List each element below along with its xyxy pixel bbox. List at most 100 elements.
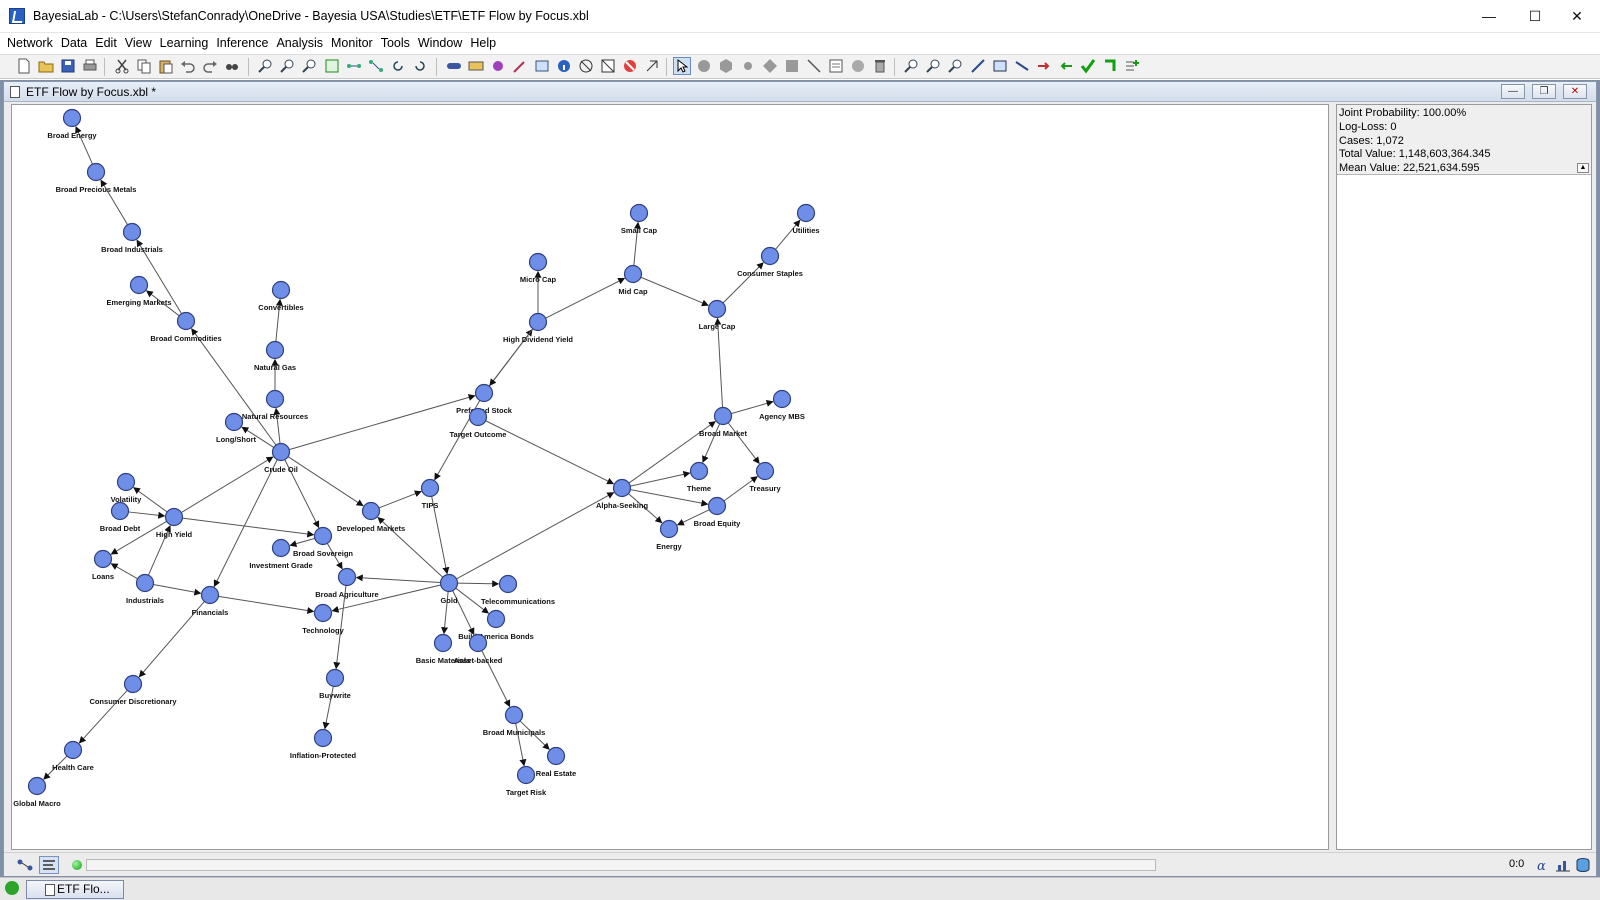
node-volatility[interactable]: Volatility [111, 472, 143, 505]
node-circle-inflation-protected[interactable] [313, 728, 333, 748]
node-preferred-stock[interactable]: Preferred Stock [456, 383, 513, 416]
node-broad-municipals[interactable]: Broad Municipals [483, 705, 546, 738]
node-natural-gas[interactable]: Natural Gas [254, 340, 296, 373]
flow-out-icon[interactable] [1036, 58, 1052, 74]
node-target-risk[interactable]: Target Risk [506, 765, 547, 798]
arc-high-yield-to-broad-sovereign[interactable] [182, 517, 315, 538]
node-broad-market[interactable]: Broad Market [699, 406, 747, 439]
node-circle-emerging-markets[interactable] [129, 275, 149, 295]
arc-crude-oil-to-broad-commodities[interactable] [191, 328, 277, 446]
trash-icon[interactable] [872, 58, 888, 74]
node-circle-broad-municipals[interactable] [504, 705, 524, 725]
node-tips[interactable]: TIPS [420, 478, 440, 511]
arc-target-outcome-to-alpha-seeking[interactable] [485, 420, 615, 485]
node-circle-broad-commodities[interactable] [176, 311, 196, 331]
node-real-estate[interactable]: Real Estate [536, 746, 576, 779]
node-large-cap[interactable]: Large Cap [699, 299, 736, 332]
node-circle-large-cap[interactable] [707, 299, 727, 319]
menu-analysis[interactable]: Analysis [276, 36, 323, 50]
node-circle-micro-cap[interactable] [528, 252, 548, 272]
arc-alpha-seeking-to-theme[interactable] [630, 470, 691, 487]
arc-consumer-discretionary-to-health-care[interactable] [78, 689, 128, 744]
arc-crude-oil-to-developed-markets[interactable] [287, 456, 364, 507]
arc-alpha-seeking-to-broad-equity[interactable] [630, 489, 709, 507]
node-emerging-markets[interactable]: Emerging Markets [106, 275, 172, 308]
node-circle-consumer-staples[interactable] [760, 246, 780, 266]
minimize-button[interactable]: — [1482, 8, 1496, 24]
arc-buywrite-to-inflation-protected[interactable] [322, 686, 334, 730]
open-folder-icon[interactable] [38, 58, 54, 74]
node-developed-markets[interactable]: Developed Markets [337, 501, 405, 534]
arc-gold-to-telecommunications[interactable] [457, 580, 500, 588]
node-circle-broad-energy[interactable] [62, 108, 82, 128]
arc-gold-to-developed-markets[interactable] [377, 516, 444, 578]
node-investment-grade[interactable]: Investment Grade [249, 538, 313, 571]
arc-broad-market-to-large-cap[interactable] [714, 317, 724, 408]
arc-crude-oil-to-long-short[interactable] [241, 426, 275, 448]
taskbar-document-item[interactable]: ETF Flo... [26, 880, 124, 899]
close-button[interactable]: ✕ [1571, 7, 1583, 24]
arc-broad-precious-metals-to-broad-energy[interactable] [75, 126, 94, 165]
diamond-node-icon[interactable] [762, 58, 778, 74]
node-circle-telecommunications[interactable] [498, 574, 518, 594]
menu-monitor[interactable]: Monitor [331, 36, 373, 50]
node-technology[interactable]: Technology [302, 603, 345, 636]
menu-inference[interactable]: Inference [216, 36, 269, 50]
arc-gold-to-asset-backed[interactable] [452, 590, 475, 636]
arc-mid-cap-to-small-cap[interactable] [633, 221, 641, 266]
node-industrials[interactable]: Industrials [126, 573, 164, 606]
node-high-dividend-yield[interactable]: High Dividend Yield [503, 312, 573, 345]
document-restore-button[interactable]: ❐ [1532, 84, 1556, 99]
list-add-icon[interactable] [1124, 58, 1140, 74]
arc-gold-to-basic-materials[interactable] [441, 591, 449, 635]
search-class-icon[interactable] [948, 58, 964, 74]
node-circle-broad-agriculture[interactable] [337, 567, 357, 587]
menu-window[interactable]: Window [417, 36, 463, 50]
arc-broad-agriculture-to-buywrite[interactable] [333, 585, 347, 670]
find-icon[interactable] [224, 58, 240, 74]
arc-consumer-staples-to-utilities[interactable] [775, 219, 801, 250]
node-loans[interactable]: Loans [92, 549, 114, 582]
node-broad-precious-metals[interactable]: Broad Precious Metals [56, 162, 137, 195]
arc-alpha-seeking-to-broad-market[interactable] [628, 421, 716, 484]
arc-high-dividend-yield-to-preferred-stock[interactable] [489, 328, 534, 386]
disk-icon[interactable] [850, 58, 866, 74]
wand-icon[interactable] [512, 58, 528, 74]
node-circle-mid-cap[interactable] [623, 264, 643, 284]
zoom-in-icon[interactable] [258, 58, 274, 74]
arc-broad-market-to-theme[interactable] [702, 423, 721, 463]
node-circle-long-short[interactable] [224, 412, 244, 432]
arc-high-yield-to-volatility[interactable] [133, 487, 168, 513]
cut-icon[interactable] [114, 58, 130, 74]
arc-broad-municipals-to-target-risk[interactable] [515, 723, 527, 767]
info-icon[interactable] [556, 58, 572, 74]
alpha-icon[interactable]: α [1534, 857, 1552, 873]
arc-broad-commodities-to-emerging-markets[interactable] [145, 290, 180, 317]
node-theme[interactable]: Theme [687, 461, 711, 494]
arc-gold-to-broad-agriculture[interactable] [355, 574, 441, 583]
probability-icon[interactable] [578, 58, 594, 74]
small-circle-node-icon[interactable] [740, 58, 756, 74]
arc-high-dividend-yield-to-mid-cap[interactable] [545, 277, 626, 319]
node-circle-health-care[interactable] [63, 740, 83, 760]
print-icon[interactable] [82, 58, 98, 74]
node-global-macro[interactable]: Global Macro [13, 776, 61, 809]
node-crude-oil[interactable]: Crude Oil [264, 442, 298, 475]
node-mid-cap[interactable]: Mid Cap [618, 264, 648, 297]
node-natural-resources[interactable]: Natural Resources [242, 389, 308, 422]
arc-developed-markets-to-tips[interactable] [378, 490, 422, 509]
node-broad-debt[interactable]: Broad Debt [100, 501, 141, 534]
node-circle-industrials[interactable] [135, 573, 155, 593]
arc-broad-debt-to-high-yield[interactable] [128, 511, 166, 519]
document-close-button[interactable]: ✕ [1563, 84, 1587, 99]
image-icon[interactable] [534, 58, 550, 74]
node-asset-backed[interactable]: Asset-backed [454, 633, 503, 666]
collapse-icon[interactable]: ▲ [1577, 163, 1589, 173]
node-circle-target-risk[interactable] [516, 765, 536, 785]
node-circle-technology[interactable] [313, 603, 333, 623]
note-icon[interactable] [828, 58, 844, 74]
arc-invert-icon[interactable] [1014, 58, 1030, 74]
class-tool-icon[interactable] [490, 58, 506, 74]
node-circle-financials[interactable] [200, 585, 220, 605]
